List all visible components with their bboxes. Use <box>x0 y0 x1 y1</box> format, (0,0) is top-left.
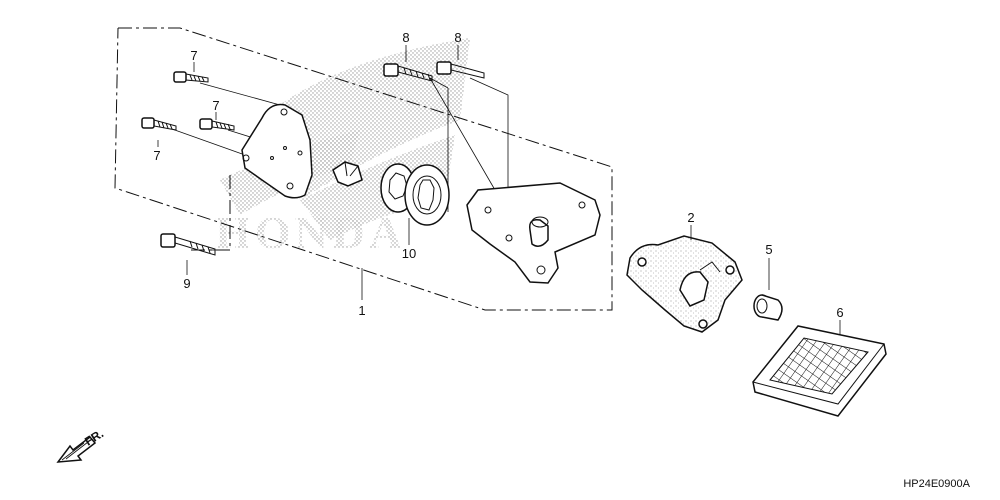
callout-7-top: 7 <box>190 48 197 63</box>
callout-10: 10 <box>402 246 416 261</box>
bolt-9 <box>160 233 216 256</box>
gasket <box>626 235 743 333</box>
inner-rotor <box>404 164 450 226</box>
bolt-8-b <box>436 61 485 79</box>
pump-cover <box>241 103 313 199</box>
shaft-pin <box>332 161 363 187</box>
bolt-8-a <box>383 63 433 82</box>
bolt-7-a <box>173 71 209 83</box>
collar <box>753 294 783 321</box>
callout-6: 6 <box>836 305 843 320</box>
callout-8-left: 8 <box>402 30 409 45</box>
callout-7-left: 7 <box>153 148 160 163</box>
diagram-code: HP24E0900A <box>903 478 970 490</box>
callout-7-middle: 7 <box>212 98 219 113</box>
callout-2: 2 <box>687 210 694 225</box>
callout-5: 5 <box>765 242 772 257</box>
watermark-text: HONDA <box>215 207 406 258</box>
bolt-7-b <box>199 118 235 131</box>
arrow-down-left-icon <box>56 435 97 463</box>
front-indicator: FR. <box>56 426 106 463</box>
leader-lines <box>157 45 841 335</box>
callout-labels: 1 2 5 6 7 7 7 8 8 9 10 <box>153 30 843 320</box>
oil-screen <box>752 325 887 417</box>
callout-8-right: 8 <box>454 30 461 45</box>
bolt-7-c <box>141 117 177 131</box>
callout-1: 1 <box>358 303 365 318</box>
callout-9: 9 <box>183 276 190 291</box>
pump-body <box>466 182 601 284</box>
